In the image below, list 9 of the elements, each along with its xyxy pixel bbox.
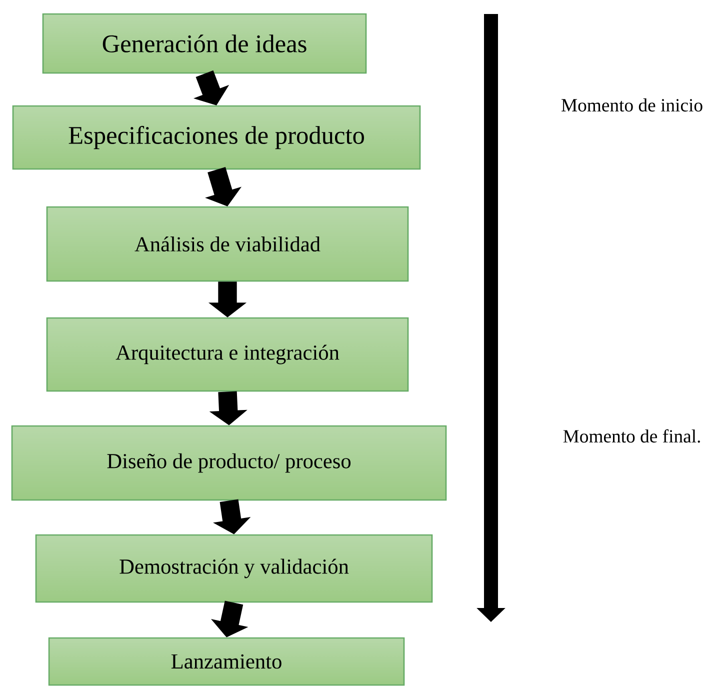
process-box: Especificaciones de producto [12, 105, 421, 170]
process-box: Análisis de viabilidad [46, 206, 409, 282]
process-box: Generación de ideas [42, 13, 367, 74]
process-box: Lanzamiento [48, 637, 405, 686]
process-box: Diseño de producto/ proceso [11, 425, 447, 501]
process-box: Demostración y validación [35, 534, 433, 603]
side-label: Momento de inicio [562, 98, 702, 112]
process-box: Arquitectura e integración [46, 317, 409, 392]
side-label: Momento de final. [563, 429, 700, 443]
